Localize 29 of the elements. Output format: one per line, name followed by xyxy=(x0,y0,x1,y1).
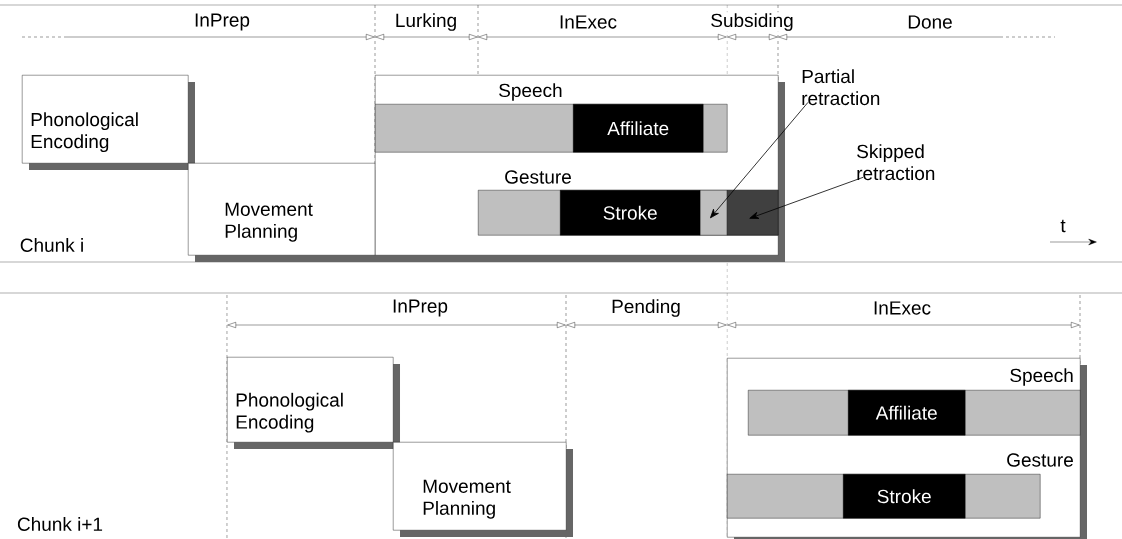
bar-heading: Speech xyxy=(499,83,562,101)
phase-label: InPrep xyxy=(193,12,251,32)
chunk-label: Chunk i xyxy=(18,237,86,253)
phase-label: Subsiding xyxy=(709,12,795,32)
retraction-segment xyxy=(700,190,728,236)
chunk-label: Chunk i+1 xyxy=(15,516,105,532)
phase-segment: Stroke xyxy=(560,190,701,236)
bar-heading: Speech xyxy=(1010,368,1073,386)
phase-segment: Stroke xyxy=(843,474,966,519)
callout-text: Skipped retraction xyxy=(857,144,935,181)
leader-line xyxy=(710,101,809,219)
phase-label: Lurking xyxy=(393,12,459,32)
phase-label: Done xyxy=(906,14,954,30)
phase-segment: Affiliate xyxy=(848,390,966,436)
bar-heading: Gesture xyxy=(505,170,571,184)
phase-segment: Affiliate xyxy=(573,104,704,153)
process-box: Phonological Encoding xyxy=(22,75,195,170)
phase-label: InExec xyxy=(557,14,619,30)
process-box: Movement Planning xyxy=(188,163,382,262)
phase-label: InPrep xyxy=(391,298,449,318)
leader-line xyxy=(749,176,864,219)
process-box: Phonological Encoding xyxy=(227,357,400,449)
bar-heading: Gesture xyxy=(1007,453,1073,467)
phase-label: Pending xyxy=(610,298,682,318)
phase-label: InExec xyxy=(871,300,933,316)
callout-text: Partial retraction xyxy=(802,69,880,106)
retraction-segment xyxy=(727,190,779,236)
axis-label: t xyxy=(1059,218,1067,234)
process-box: Movement Planning xyxy=(393,442,573,537)
